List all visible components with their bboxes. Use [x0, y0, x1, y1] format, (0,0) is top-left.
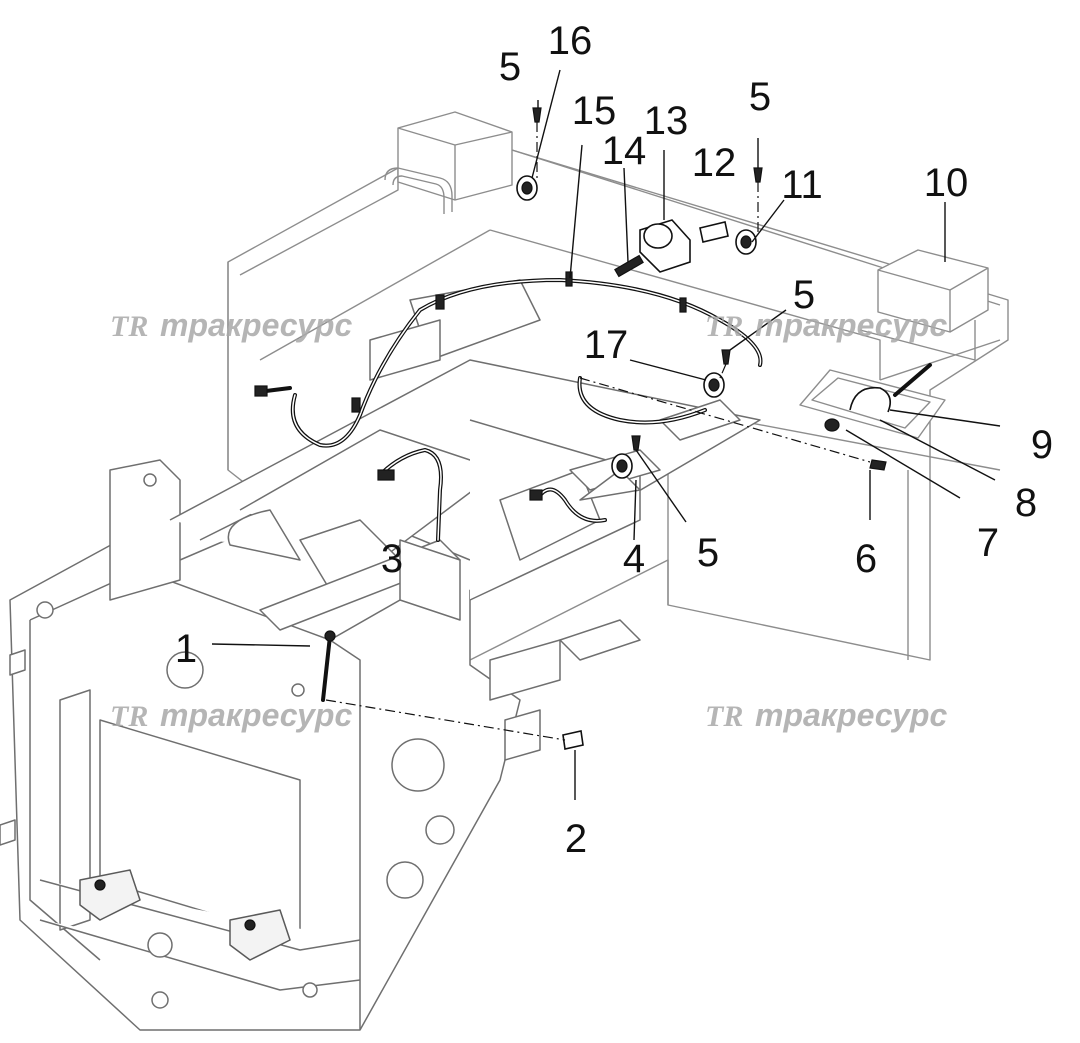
cover-box-right [877, 249, 989, 333]
main-frame [0, 279, 761, 1031]
callout-5-middle: 5 [793, 273, 815, 317]
svg-text:тракресурс: тракресурс [755, 697, 947, 733]
watermark-1: TR тракресурс [110, 307, 352, 343]
callout-12: 12 [692, 141, 737, 185]
watermark-2: TR тракресурс [705, 307, 947, 343]
cable-harness [254, 271, 763, 542]
callout-13: 13 [644, 99, 689, 143]
callout-5-top-right: 5 [749, 75, 771, 119]
svg-text:TR: TR [705, 700, 743, 733]
svg-text:TR: TR [705, 310, 743, 343]
callout-5-lower: 5 [697, 531, 719, 575]
svg-text:TR: TR [110, 700, 148, 733]
callout-9: 9 [1031, 423, 1053, 467]
watermark-4: TR тракресурс [705, 697, 947, 733]
parts [321, 107, 932, 750]
leader-lines [211, 69, 1001, 800]
callout-7: 7 [977, 521, 999, 565]
callout-1: 1 [175, 627, 197, 671]
watermark-3: TR тракресурс [110, 697, 352, 733]
callout-15: 15 [572, 89, 617, 133]
svg-text:TR: TR [110, 310, 148, 343]
callout-14: 14 [602, 129, 647, 173]
watermarks: TR тракресурс TR тракресурс TR тракресур… [110, 307, 947, 733]
callout-11: 11 [781, 163, 823, 207]
svg-text:тракресурс: тракресурс [755, 307, 947, 343]
callout-5-top-left: 5 [499, 45, 521, 89]
callout-8: 8 [1015, 481, 1037, 525]
callout-10: 10 [924, 161, 969, 205]
cover-box-left [384, 111, 513, 214]
callout-16: 16 [548, 19, 593, 63]
callout-17: 17 [584, 323, 629, 367]
callout-4: 4 [623, 537, 645, 581]
callout-labels: 1 2 3 4 5 5 5 5 6 7 8 9 10 11 12 13 14 1… [175, 19, 1053, 861]
callout-3: 3 [381, 537, 403, 581]
svg-text:тракресурс: тракресурс [160, 307, 352, 343]
callout-2: 2 [565, 817, 587, 861]
svg-text:тракресурс: тракресурс [160, 697, 352, 733]
callout-6: 6 [855, 537, 877, 581]
